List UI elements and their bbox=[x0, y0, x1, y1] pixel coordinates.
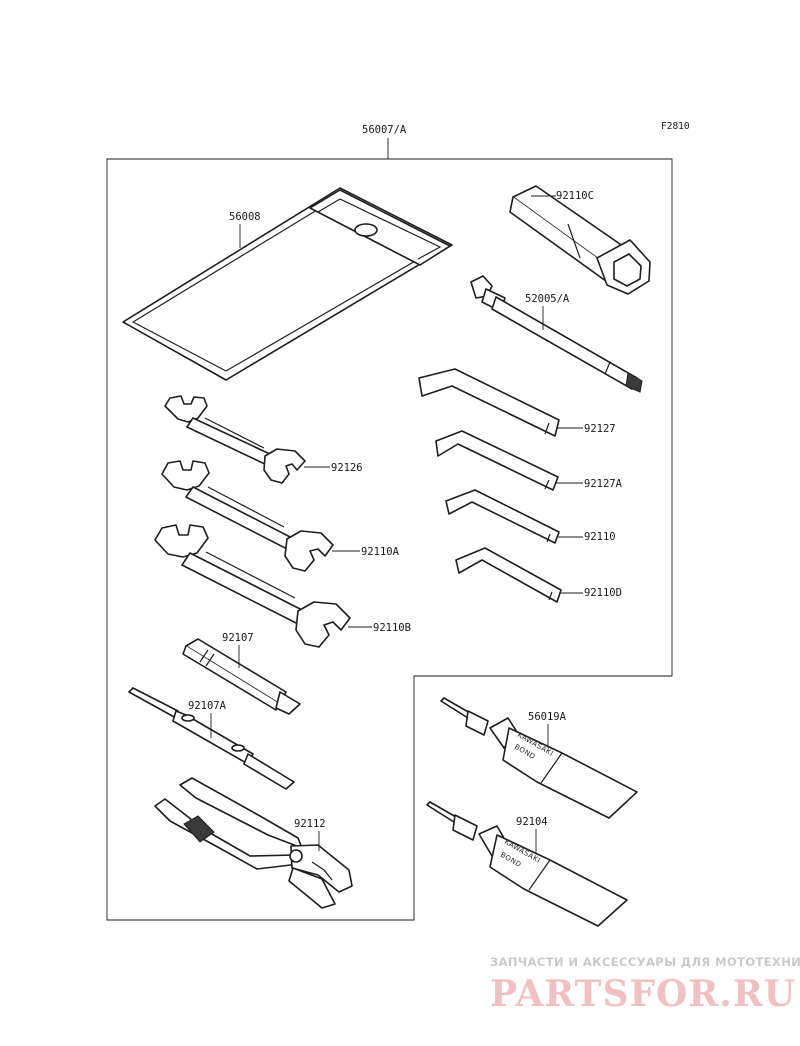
label-bond-tube-b: 92104 bbox=[516, 816, 548, 828]
label-spanner-b: 92110A bbox=[361, 546, 400, 558]
pliers-illustration bbox=[154, 777, 353, 909]
spanner-c-illustration bbox=[154, 524, 351, 648]
hex-wrench-c-illustration bbox=[445, 489, 560, 544]
label-kit: 56007/A bbox=[362, 124, 407, 136]
label-spanner-c: 92110B bbox=[373, 622, 411, 634]
tool-bag-illustration bbox=[122, 187, 453, 381]
label-hex-wrench-c: 92110 bbox=[584, 531, 616, 543]
figure-code: F2810 bbox=[661, 121, 690, 132]
plug-wrench-illustration bbox=[509, 185, 651, 295]
hex-wrench-a-illustration bbox=[418, 368, 560, 437]
screwdriver-illustration bbox=[182, 638, 301, 715]
label-tool-bag: 56008 bbox=[229, 211, 261, 223]
label-screwdriver-grip: 92107A bbox=[188, 700, 227, 712]
label-hex-wrench-b: 92127A bbox=[584, 478, 623, 490]
handle-illustration bbox=[470, 275, 643, 393]
bond-tube-a-illustration: KAWASAKI BOND bbox=[440, 697, 638, 819]
label-spanner-a: 92126 bbox=[331, 462, 363, 474]
spanner-b-illustration bbox=[161, 460, 334, 572]
screwdriver-grip-illustration bbox=[128, 687, 295, 790]
label-screwdriver: 92107 bbox=[222, 632, 254, 644]
label-hex-wrench-a: 92127 bbox=[584, 423, 616, 435]
hex-wrench-d-illustration bbox=[455, 547, 562, 603]
spanner-a-illustration bbox=[164, 395, 306, 484]
label-hex-wrench-d: 92110D bbox=[584, 587, 622, 599]
label-pliers: 92112 bbox=[294, 818, 326, 830]
hex-wrench-b-illustration bbox=[435, 430, 559, 491]
watermark-tagline: ЗАПЧАСТИ И АКСЕССУАРЫ ДЛЯ МОТОТЕХНИКИ bbox=[490, 955, 800, 969]
kit-boundary bbox=[106, 158, 673, 921]
label-bond-tube-a: 56019A bbox=[528, 711, 567, 723]
watermark-logo: PARTSFOR.RU bbox=[490, 973, 796, 1015]
label-plug-wrench: 92110C bbox=[556, 190, 594, 202]
label-handle: 52005/A bbox=[525, 293, 570, 305]
